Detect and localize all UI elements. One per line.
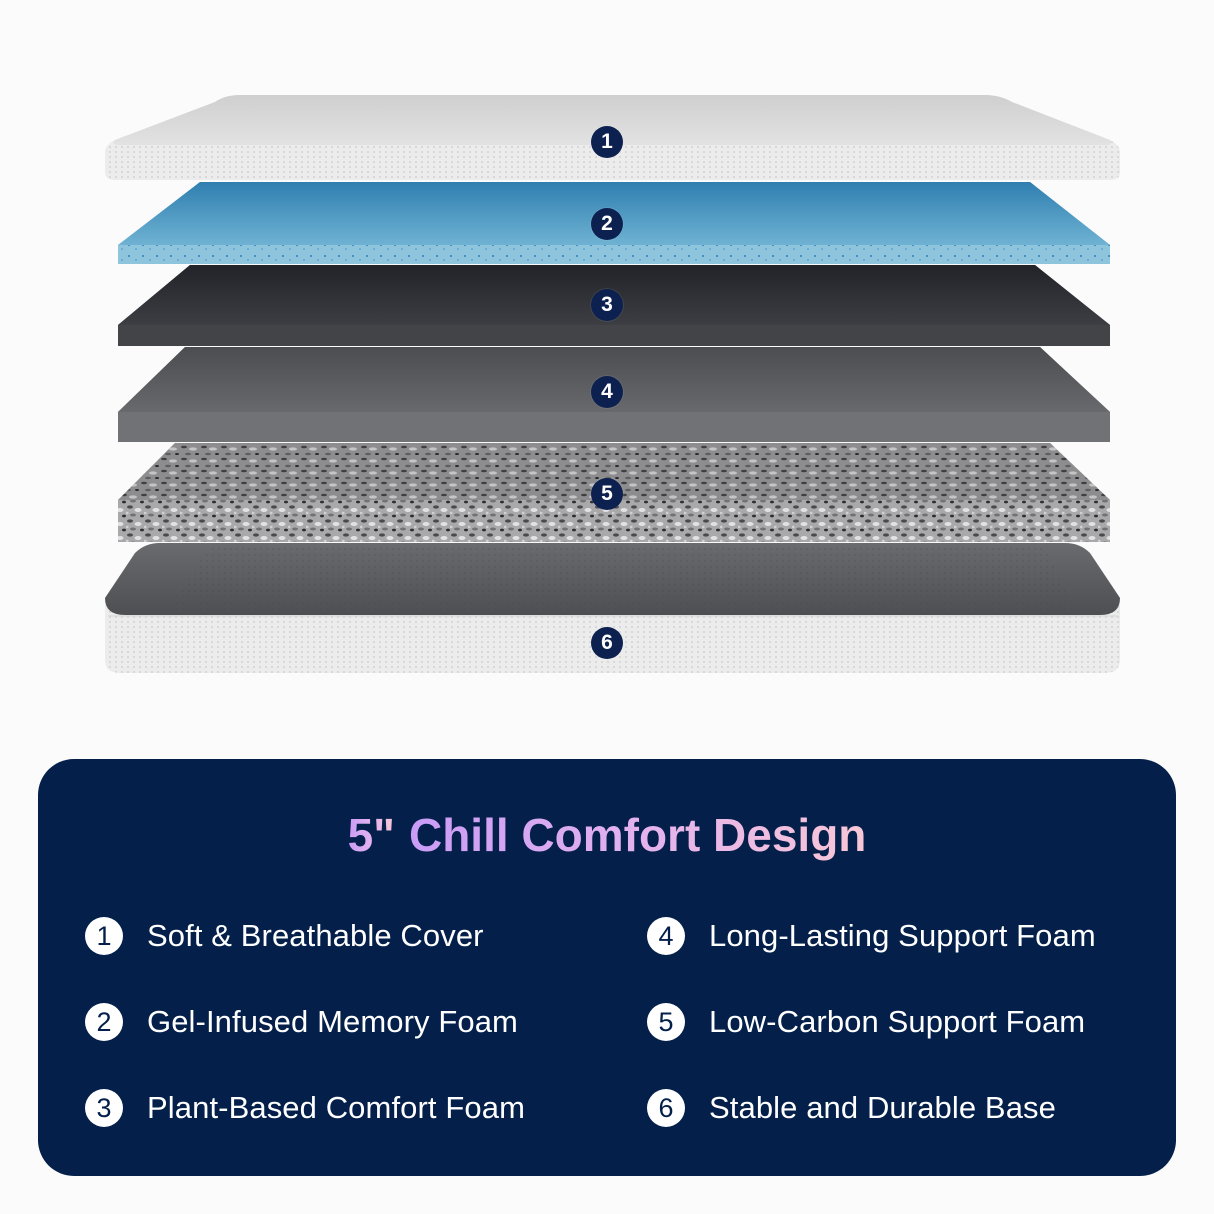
legend-item-1: 1 Soft & Breathable Cover — [85, 914, 484, 958]
legend-item-3: 3 Plant-Based Comfort Foam — [85, 1086, 525, 1130]
title-size: 5" — [347, 809, 395, 861]
layer-6-base — [105, 543, 1120, 673]
mattress-layers-diagram: 1 2 3 4 5 6 — [105, 95, 1120, 673]
legend-label: Long-Lasting Support Foam — [709, 918, 1096, 953]
legend-item-4: 4 Long-Lasting Support Foam — [647, 914, 1096, 958]
legend-item-5: 5 Low-Carbon Support Foam — [647, 1000, 1085, 1044]
number-circle-icon: 6 — [647, 1089, 685, 1127]
number-circle-icon: 4 — [647, 917, 685, 955]
legend-label: Stable and Durable Base — [709, 1090, 1056, 1125]
layer-badge-6: 6 — [591, 627, 623, 659]
number-circle-icon: 2 — [85, 1003, 123, 1041]
layer-badge-4: 4 — [591, 376, 623, 408]
layer-badge-5: 5 — [591, 478, 623, 510]
layer-badge-3: 3 — [591, 289, 623, 321]
legend-label: Low-Carbon Support Foam — [709, 1004, 1086, 1039]
legend-item-2: 2 Gel-Infused Memory Foam — [85, 1000, 518, 1044]
number-circle-icon: 5 — [647, 1003, 685, 1041]
title-text: Chill Comfort Design — [408, 809, 867, 861]
number-circle-icon: 3 — [85, 1089, 123, 1127]
number-circle-icon: 1 — [85, 917, 123, 955]
legend-panel — [38, 759, 1176, 1176]
legend-label: Soft & Breathable Cover — [147, 918, 484, 953]
layer-badge-1: 1 — [591, 126, 623, 158]
panel-title: 5"Chill Comfort Design — [0, 808, 1214, 862]
layer-badge-2: 2 — [591, 208, 623, 240]
legend-label: Plant-Based Comfort Foam — [147, 1090, 525, 1125]
legend-item-6: 6 Stable and Durable Base — [647, 1086, 1056, 1130]
legend-label: Gel-Infused Memory Foam — [147, 1004, 518, 1039]
